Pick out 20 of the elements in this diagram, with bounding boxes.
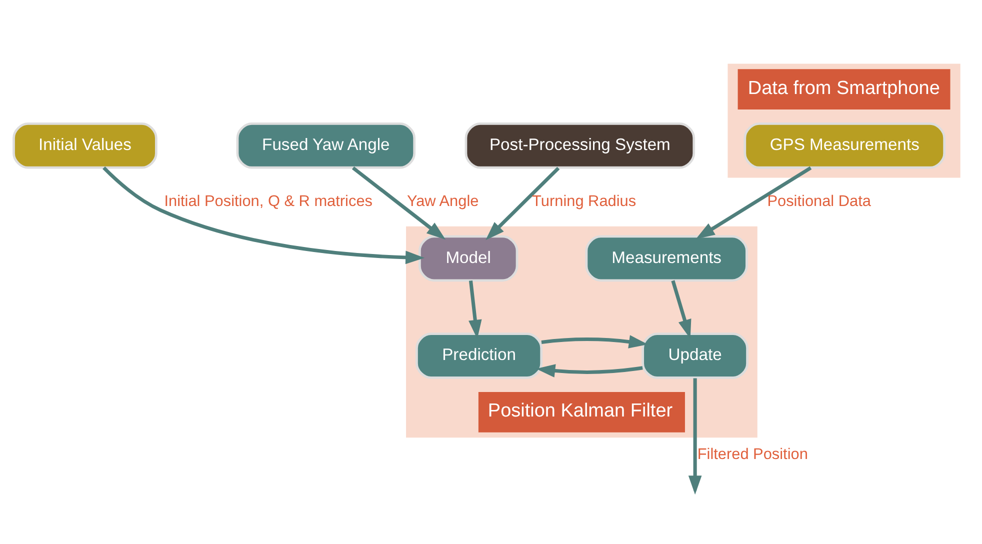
arrow [540, 334, 648, 348]
edge-label: Yaw Angle [406, 192, 478, 210]
arrow [351, 166, 446, 240]
node-box: Measurements [584, 234, 748, 282]
node-box: Fused Yaw Angle [236, 122, 416, 168]
node-box: Initial Values [12, 122, 157, 168]
arrow [485, 166, 560, 240]
edge-label: Initial Position, Q & R matrices [164, 192, 372, 210]
arrow [536, 364, 642, 377]
node-box: Prediction [415, 332, 542, 378]
node-box: Model [418, 234, 518, 282]
edge-label: Filtered Position [696, 445, 808, 462]
arrow [688, 378, 702, 494]
edge-label: Turning Radius [532, 192, 636, 210]
node-box: Update [641, 332, 748, 378]
arrow [102, 166, 424, 264]
arrow [695, 166, 812, 239]
node-box: GPS Measurements [743, 122, 946, 168]
edge-label: Positional Data [766, 192, 870, 210]
node-box: Post-Processing System [464, 122, 695, 168]
